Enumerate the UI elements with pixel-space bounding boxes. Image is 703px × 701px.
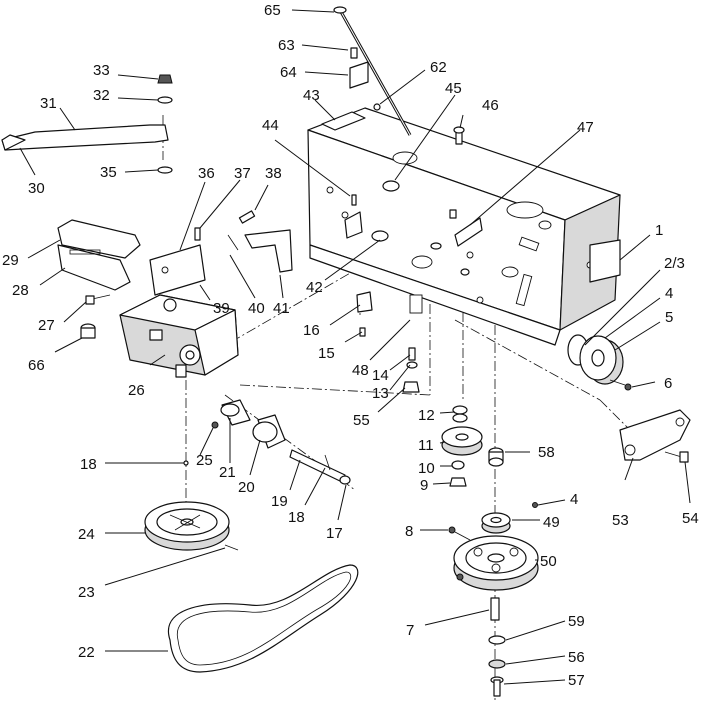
callout-66: 66 [28,357,45,374]
callout-64: 64 [280,64,297,81]
guard-plates [57,219,141,339]
callout-16: 16 [303,322,320,339]
callout-2-3: 2/3 [664,255,685,272]
callout-36: 36 [198,165,215,182]
callout-53: 53 [612,512,629,529]
callout-55: 55 [353,412,370,429]
callout-28: 28 [12,282,29,299]
callout-27: 27 [38,317,55,334]
callout-46: 46 [482,97,499,114]
callout-62: 62 [430,59,447,76]
idler-pulley-stack [441,405,483,487]
callout-13: 13 [372,385,389,402]
callout-31: 31 [40,95,57,112]
callout-48: 48 [352,362,369,379]
drive-pulleys [448,512,539,591]
callout-44: 44 [262,117,279,134]
callout-14: 14 [372,367,389,384]
callout-11: 11 [418,437,434,454]
callout-4-pulley: 4 [570,491,578,508]
steering-lever [1,74,173,174]
callout-45: 45 [445,80,462,97]
callout-25: 25 [196,452,213,469]
callout-33: 33 [93,62,110,79]
callout-22: 22 [78,644,95,661]
brackets-upper [149,210,293,296]
frame-chassis [307,107,621,346]
callout-18-right: 18 [288,509,305,526]
shaft-stack [488,597,506,697]
callout-57: 57 [568,672,585,689]
callout-24: 24 [78,526,95,543]
callout-58: 58 [538,444,555,461]
control-rod-assembly [333,6,412,136]
callout-35: 35 [100,164,117,181]
transmission-26 [119,294,239,378]
callout-41: 41 [273,300,290,317]
output-shaft-assembly [183,399,351,485]
callout-19: 19 [271,493,288,510]
callout-49: 49 [543,514,560,531]
clutch-pulley-assembly [567,334,632,391]
callout-65: 65 [264,2,281,19]
callout-47: 47 [577,119,594,136]
callout-42: 42 [306,279,323,296]
callouts: 65 63 64 62 43 45 46 47 33 32 31 30 35 4… [2,2,699,689]
callout-8: 8 [405,523,413,540]
callout-63: 63 [278,37,295,54]
callout-23: 23 [78,584,95,601]
callout-39: 39 [213,300,230,317]
callout-4-clutch: 4 [665,285,673,302]
callout-7: 7 [406,622,414,639]
callout-15: 15 [318,345,335,362]
engine-pulley-24 [144,501,239,551]
callout-26: 26 [128,382,145,399]
callout-9: 9 [420,477,428,494]
callout-1: 1 [655,222,663,239]
callout-12: 12 [418,407,435,424]
bracket-53 [619,409,691,463]
callout-43: 43 [303,87,320,104]
callout-38: 38 [265,165,282,182]
callout-37: 37 [234,165,251,182]
callout-40: 40 [248,300,265,317]
callout-54: 54 [682,510,699,527]
callout-6: 6 [664,375,672,392]
small-hardware [344,126,483,393]
callout-21: 21 [219,464,236,481]
callout-59: 59 [568,613,585,630]
callout-50: 50 [540,553,557,570]
callout-5: 5 [665,309,673,326]
callout-18-left: 18 [80,456,97,473]
callout-56: 56 [568,649,585,666]
callout-30: 30 [28,180,45,197]
spacer-58 [488,447,504,467]
callout-20: 20 [238,479,255,496]
callout-10: 10 [418,460,435,477]
callout-17: 17 [326,525,343,542]
callout-32: 32 [93,87,110,104]
drive-belt-22 [167,564,359,673]
callout-29: 29 [2,252,19,269]
